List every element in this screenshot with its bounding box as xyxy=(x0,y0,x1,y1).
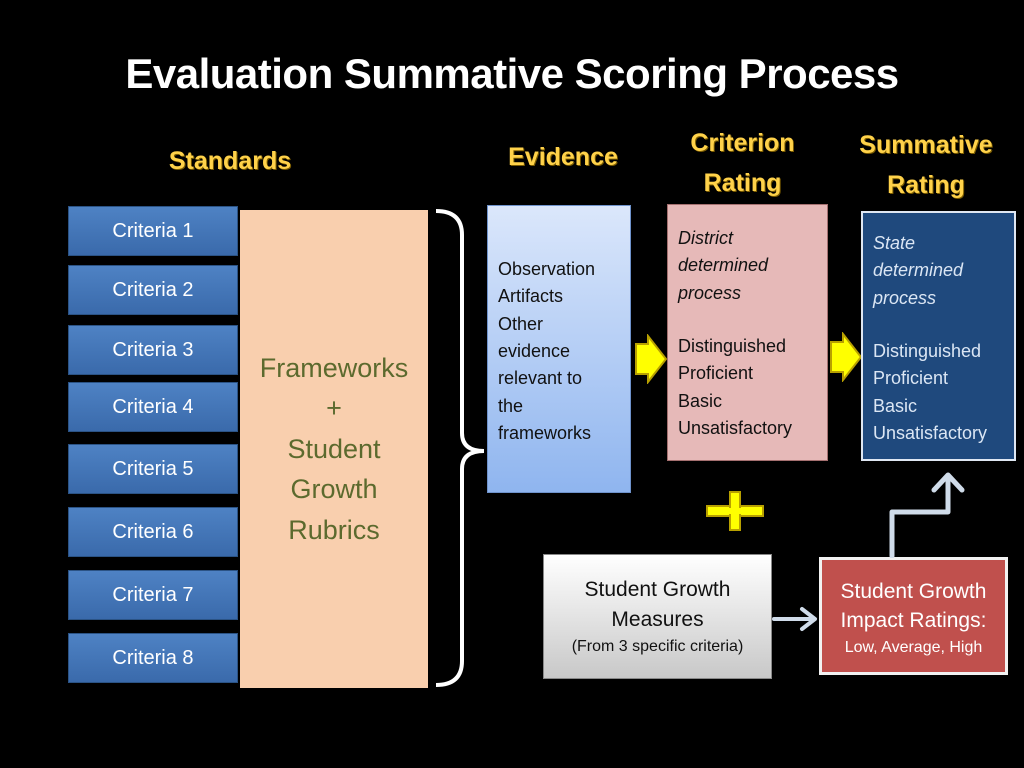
summative-levels-list: Distinguished Proficient Basic Unsatisfa… xyxy=(873,338,1005,447)
frameworks-line-1: Frameworks xyxy=(259,352,409,383)
criterion-level-4: Unsatisfactory xyxy=(678,418,793,439)
state-process-text: State determined process xyxy=(873,230,1005,312)
summative-rating-box: State determined process Distinguished P… xyxy=(861,211,1016,461)
state-process-line-3: process xyxy=(873,287,937,308)
district-process-line-3: process xyxy=(678,282,742,303)
evidence-line-3: Other xyxy=(498,313,544,334)
arrow-right-icon-evidence xyxy=(635,334,668,384)
state-process-line-2: determined xyxy=(873,260,964,281)
summative-level-3: Basic xyxy=(873,395,918,416)
evidence-line-7: frameworks xyxy=(498,423,592,444)
criteria-7-box: Criteria 7 xyxy=(68,570,238,620)
student-growth-measures-box: Student Growth Measures (From 3 specific… xyxy=(543,554,772,679)
criterion-rating-header: Criterion Rating xyxy=(660,123,825,203)
student-growth-measures-note: (From 3 specific criteria) xyxy=(571,637,744,655)
elbow-arrow-icon xyxy=(889,472,965,558)
evidence-line-6: the xyxy=(498,395,524,416)
plus-icon xyxy=(706,491,764,531)
frameworks-line-4: Growth xyxy=(290,474,378,505)
student-growth-impact-box: Student Growth Impact Ratings: Low, Aver… xyxy=(819,557,1008,675)
district-process-line-1: District xyxy=(678,228,733,248)
frameworks-line-5: Rubrics xyxy=(288,514,380,545)
evidence-line-1: Observation xyxy=(498,259,596,279)
standards-header: Standards xyxy=(140,141,320,181)
summative-rating-header: Summative Rating xyxy=(838,125,1014,205)
page-title: Evaluation Summative Scoring Process xyxy=(125,50,899,97)
summative-level-2: Proficient xyxy=(873,368,949,389)
evidence-header: Evidence xyxy=(483,137,643,177)
standards-header-text: Standards xyxy=(168,147,292,175)
criterion-level-1: Distinguished xyxy=(678,336,787,357)
summative-rating-header-line1: Summative xyxy=(859,131,993,159)
district-process-text: District determined process xyxy=(678,225,817,307)
criteria-8-box: Criteria 8 xyxy=(68,633,238,683)
summative-level-4: Unsatisfactory xyxy=(873,423,988,444)
criteria-2-box: Criteria 2 xyxy=(68,265,238,315)
criterion-rating-header-line1: Criterion xyxy=(690,129,795,157)
criterion-levels-list: Distinguished Proficient Basic Unsatisfa… xyxy=(678,333,817,442)
frameworks-box: Frameworks + Student Growth Rubrics xyxy=(240,210,428,688)
criterion-rating-box: District determined process Distinguishe… xyxy=(667,204,828,461)
student-growth-impact-levels: Low, Average, High xyxy=(844,638,983,656)
district-process-line-2: determined xyxy=(678,255,769,276)
evidence-header-text: Evidence xyxy=(508,143,618,171)
criterion-level-3: Basic xyxy=(678,390,723,411)
evidence-line-4: evidence xyxy=(498,341,571,362)
evidence-line-5: relevant to xyxy=(498,368,583,389)
criteria-3-box: Criteria 3 xyxy=(68,325,238,375)
summative-level-1: Distinguished xyxy=(873,341,982,362)
frameworks-line-3: Student xyxy=(287,433,381,464)
criterion-level-2: Proficient xyxy=(678,363,754,384)
criteria-6-box: Criteria 6 xyxy=(68,507,238,557)
evidence-line-2: Artifacts xyxy=(498,286,564,307)
evidence-box: Observation Artifacts Other evidence rel… xyxy=(487,205,631,493)
summative-rating-header-line2: Rating xyxy=(887,171,965,199)
frameworks-line-2: + xyxy=(326,393,342,424)
arrow-right-icon-measures xyxy=(772,607,817,631)
student-growth-impact-title: Student Growth Impact Ratings: xyxy=(840,580,987,633)
criteria-5-box: Criteria 5 xyxy=(68,444,238,494)
arrow-right-icon-criterion xyxy=(830,332,863,382)
brace-connector xyxy=(435,209,485,687)
criteria-4-box: Criteria 4 xyxy=(68,382,238,432)
state-process-line-1: State xyxy=(873,233,916,253)
criteria-1-box: Criteria 1 xyxy=(68,206,238,256)
criterion-rating-header-line2: Rating xyxy=(703,169,782,197)
student-growth-measures-title: Student Growth Measures xyxy=(584,578,731,632)
